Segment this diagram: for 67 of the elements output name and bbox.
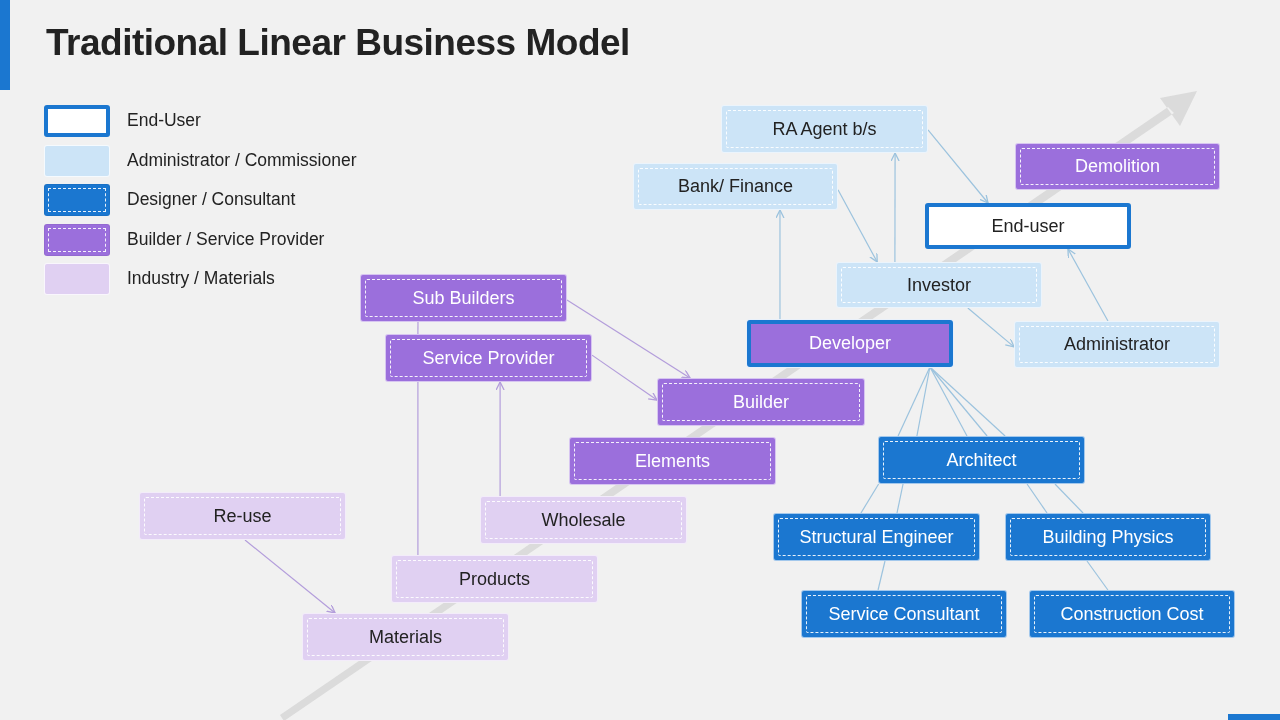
- connector-line: [860, 483, 880, 514]
- node-label: Building Physics: [1042, 526, 1174, 548]
- role-box: [801, 590, 1007, 638]
- arrow: [566, 299, 691, 379]
- role-box: [878, 436, 1085, 484]
- role-box: [1014, 321, 1220, 368]
- connector-line: [1054, 483, 1084, 514]
- node-label: Elements: [634, 450, 710, 472]
- role-box: [1015, 143, 1220, 190]
- connector-line: [897, 366, 931, 437]
- node-label: Wholesale: [541, 509, 626, 531]
- node-label: Construction Cost: [1060, 603, 1204, 625]
- node-label: Developer: [808, 333, 891, 354]
- role-box: [391, 555, 598, 603]
- role-box: [139, 492, 346, 540]
- arrow: [495, 381, 505, 497]
- node-label: Re-use: [213, 505, 272, 527]
- node-label: Sub Builders: [412, 287, 515, 309]
- connector-line: [916, 366, 931, 437]
- role-box: [385, 334, 592, 382]
- role-box: [360, 274, 567, 322]
- role-box: [773, 513, 980, 561]
- title: Traditional Linear Business Model: [46, 22, 630, 64]
- node-label: Administrator: [1064, 334, 1170, 355]
- node-label: Products: [458, 568, 530, 590]
- role-box: [1005, 513, 1211, 561]
- node-label: Structural Engineer: [799, 526, 954, 548]
- role-box: [657, 378, 865, 426]
- connector-line: [877, 560, 886, 591]
- node-label: Investor: [907, 274, 971, 296]
- legend-label: Designer / Consultant: [127, 189, 296, 210]
- end-user-box: [925, 203, 1131, 249]
- arrow: [967, 307, 1015, 348]
- role-box: [747, 320, 953, 367]
- role-box: [302, 613, 509, 661]
- arrow: [775, 209, 785, 321]
- arrow: [837, 189, 878, 263]
- legend-label: Industry / Materials: [127, 268, 275, 289]
- role-box: [836, 262, 1042, 308]
- connector-line: [896, 483, 904, 514]
- role-box: [480, 496, 687, 544]
- arrow: [591, 354, 658, 401]
- node-label: Bank/ Finance: [677, 176, 794, 197]
- role-box: [633, 163, 838, 210]
- role-box: [721, 105, 928, 153]
- node-label: RA Agent b/s: [772, 118, 877, 140]
- node-label: Materials: [369, 626, 442, 648]
- arrow: [890, 152, 900, 263]
- node-label: Builder: [733, 391, 789, 413]
- role-box: [1029, 590, 1235, 638]
- node-label: Service Provider: [422, 347, 555, 369]
- role-box: [569, 437, 776, 485]
- arrow: [927, 129, 989, 204]
- legend-label: End-User: [127, 110, 201, 131]
- node-label: Service Consultant: [828, 603, 980, 625]
- arrow: [244, 539, 336, 614]
- connector-line: [417, 321, 419, 335]
- connector-line: [1026, 483, 1048, 514]
- legend-label: Administrator / Commissioner: [127, 149, 357, 171]
- node-label: Demolition: [1074, 156, 1160, 177]
- connector-line: [929, 366, 1006, 437]
- connector-line: [1086, 560, 1109, 591]
- node-label: Architect: [946, 449, 1017, 471]
- arrow: [1067, 248, 1109, 322]
- connector-line: [417, 381, 419, 556]
- legend-label: Builder / Service Provider: [127, 228, 325, 250]
- node-label: End-user: [991, 215, 1065, 237]
